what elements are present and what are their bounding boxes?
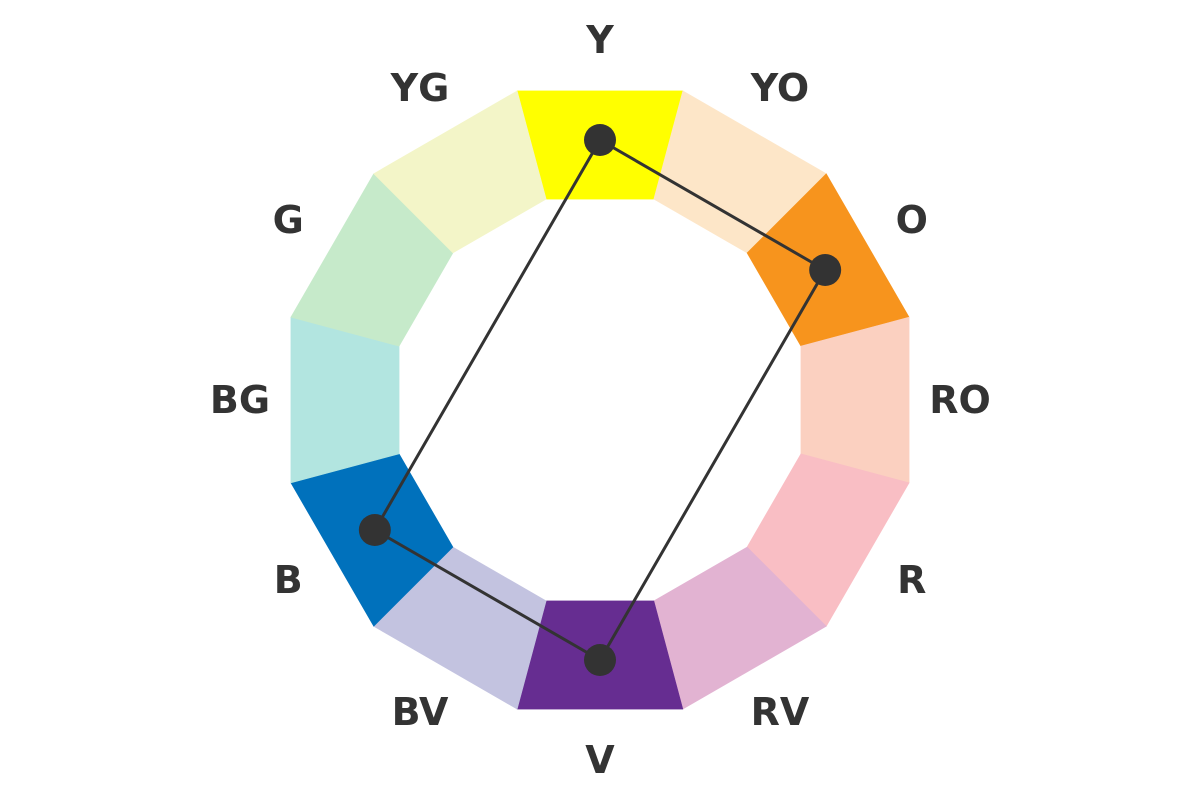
label-bg: BG bbox=[210, 378, 270, 422]
label-o: O bbox=[896, 198, 928, 242]
label-r: R bbox=[897, 558, 926, 602]
label-v: V bbox=[585, 738, 615, 782]
label-y: Y bbox=[585, 18, 614, 62]
tetrad-dot-o bbox=[809, 254, 842, 286]
tetrad-dot-b bbox=[358, 514, 391, 546]
label-g: G bbox=[273, 198, 304, 242]
label-bv: BV bbox=[392, 690, 449, 734]
tetrad-dot-y bbox=[584, 124, 616, 156]
wheel-labels: Y YO O RO R RV V BV B BG G YG bbox=[210, 18, 991, 782]
label-ro: RO bbox=[929, 378, 991, 422]
wheel-segments bbox=[290, 90, 910, 710]
segment-yg bbox=[373, 90, 547, 254]
label-yg: YG bbox=[390, 66, 450, 110]
tetrad-dot-v bbox=[584, 644, 616, 676]
label-b: B bbox=[274, 558, 303, 602]
label-rv: RV bbox=[751, 690, 810, 734]
tetrad-overlay bbox=[358, 124, 842, 676]
label-yo: YO bbox=[750, 66, 809, 110]
